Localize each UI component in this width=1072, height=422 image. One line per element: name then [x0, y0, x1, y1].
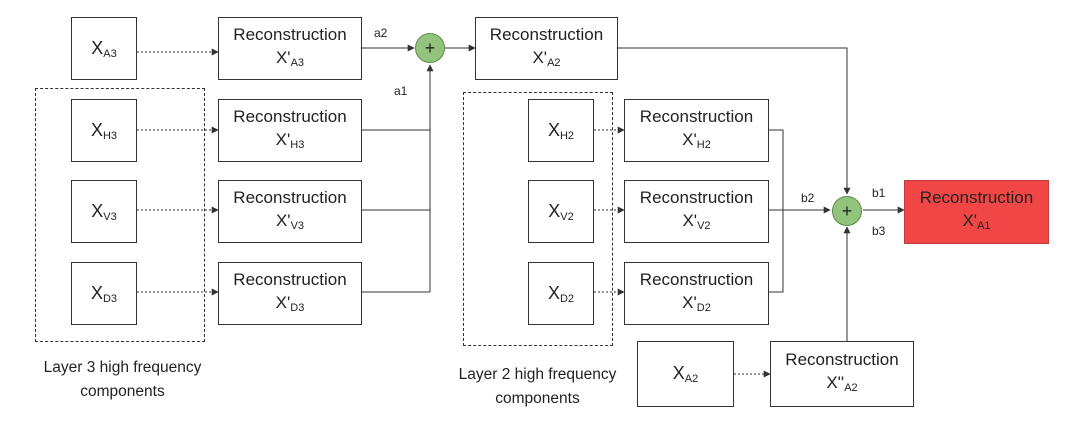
- edge-label-b2: b2: [801, 191, 815, 205]
- caption-layer2: Layer 2 high frequency components: [458, 366, 617, 407]
- reconstruction-xa3: Reconstruction X'A3: [218, 17, 362, 80]
- edge-label-b1: b1: [872, 186, 886, 200]
- layer3-high-frequency-group: [35, 88, 205, 342]
- reconstruction-xd2: Reconstruction X'D2: [624, 262, 769, 325]
- plus-icon: +: [841, 201, 853, 221]
- input-xd2: XD2: [528, 262, 594, 325]
- reconstruction-xh2: Reconstruction X'H2: [624, 99, 769, 162]
- reconstruction-xv3: Reconstruction X'V3: [218, 180, 362, 243]
- edge-label-a1: a1: [394, 84, 408, 98]
- plus-icon: +: [424, 38, 436, 58]
- layer2-high-frequency-group: [463, 92, 613, 346]
- input-xa3: XA3: [71, 17, 137, 80]
- reconstruction-output-xa1: Reconstruction X'A1: [904, 180, 1049, 244]
- input-xh2: XH2: [528, 99, 594, 162]
- reconstruction-xa2-double-prime: Reconstruction X''A2: [770, 341, 914, 407]
- reconstruction-xv2: Reconstruction X'V2: [624, 180, 769, 243]
- input-xa2: XA2: [637, 341, 734, 407]
- input-xv2: XV2: [528, 180, 594, 243]
- reconstruction-xh3: Reconstruction X'H3: [218, 99, 362, 162]
- edge-rd2-to-bus: [769, 210, 784, 293]
- reconstruction-xa2: Reconstruction X'A2: [475, 17, 618, 80]
- caption-layer3: Layer 3 high frequency components: [43, 359, 202, 400]
- edge-rh2-to-bus: [769, 129, 784, 210]
- reconstruction-xd3: Reconstruction X'D3: [218, 262, 362, 325]
- input-xd3: XD3: [71, 262, 137, 325]
- sum-node-output: +: [832, 196, 862, 226]
- input-xh3: XH3: [71, 99, 137, 162]
- edge-ra2-to-sum2: [618, 47, 851, 195]
- edge-label-a2: a2: [374, 26, 388, 40]
- input-xv3: XV3: [71, 180, 137, 243]
- edge-label-b3: b3: [872, 224, 886, 238]
- sum-node-layer3: +: [415, 33, 445, 63]
